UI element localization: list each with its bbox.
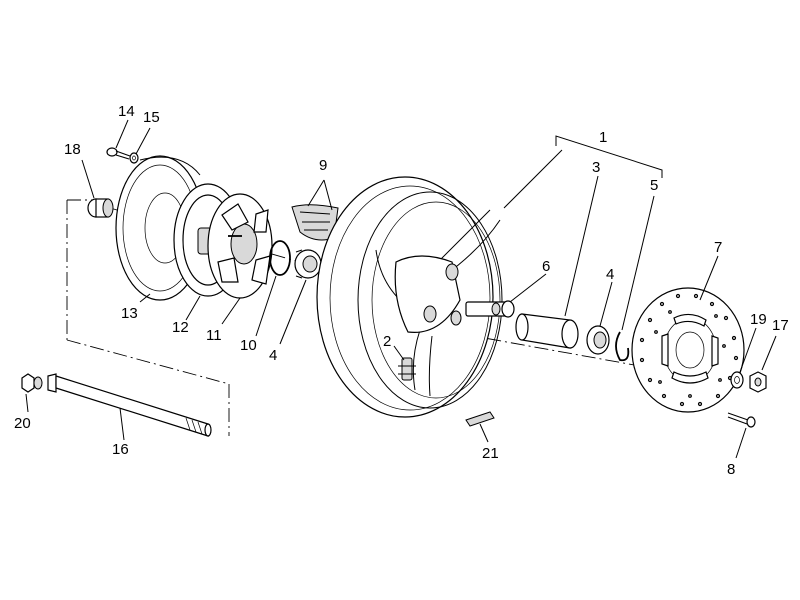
callout-3: 3 [592,159,600,176]
callout-1: 1 [599,129,607,146]
callout-8: 8 [727,461,735,478]
callout-6: 6 [542,258,550,275]
callout-18: 18 [64,141,81,158]
callout-12: 12 [172,319,189,336]
part-4-right-bearing [586,325,610,355]
callout-19: 19 [750,311,767,328]
callout-16: 16 [112,441,129,458]
callout-10: 10 [240,337,257,354]
callout-5: 5 [650,177,658,194]
part-4-left-bearing [294,249,322,279]
part-20-axle-nut [21,373,43,393]
callout-20: 20 [14,415,31,432]
leader-lines [25,119,777,459]
part-6-spacer [465,300,515,318]
part-11-drive-hub [207,193,273,299]
callout-11: 11 [206,327,222,344]
callout-labels: 1 2 3 4 4 5 6 7 8 9 10 11 12 13 14 15 16… [14,103,789,478]
callout-15: 15 [143,109,160,126]
part-10-o-ring [269,240,291,276]
callout-9: 9 [319,157,327,174]
wheel-rim [316,176,503,418]
part-5-circlip [615,331,630,362]
callout-17: 17 [772,317,789,334]
part-19-washer [730,371,744,389]
part-8-disc-bolt [727,412,756,428]
callout-13: 13 [121,305,138,322]
callout-7: 7 [714,239,722,256]
callout-14: 14 [118,103,135,120]
part-18-bush [87,198,114,218]
callout-2: 2 [383,333,391,350]
callout-4-right: 4 [606,266,614,283]
part-17-nut [749,371,767,393]
callout-21: 21 [482,445,499,462]
part-16-axle [47,373,212,437]
part-7-brake-disc [631,287,745,413]
part-2-valve [398,357,416,381]
part-21-balance-weight [465,411,495,427]
disc-vent-holes [639,293,739,407]
part-14-screw [106,147,131,160]
part-3-distance-tube [515,313,579,349]
part-15-washer [129,152,139,164]
callout-4-left: 4 [269,347,277,364]
